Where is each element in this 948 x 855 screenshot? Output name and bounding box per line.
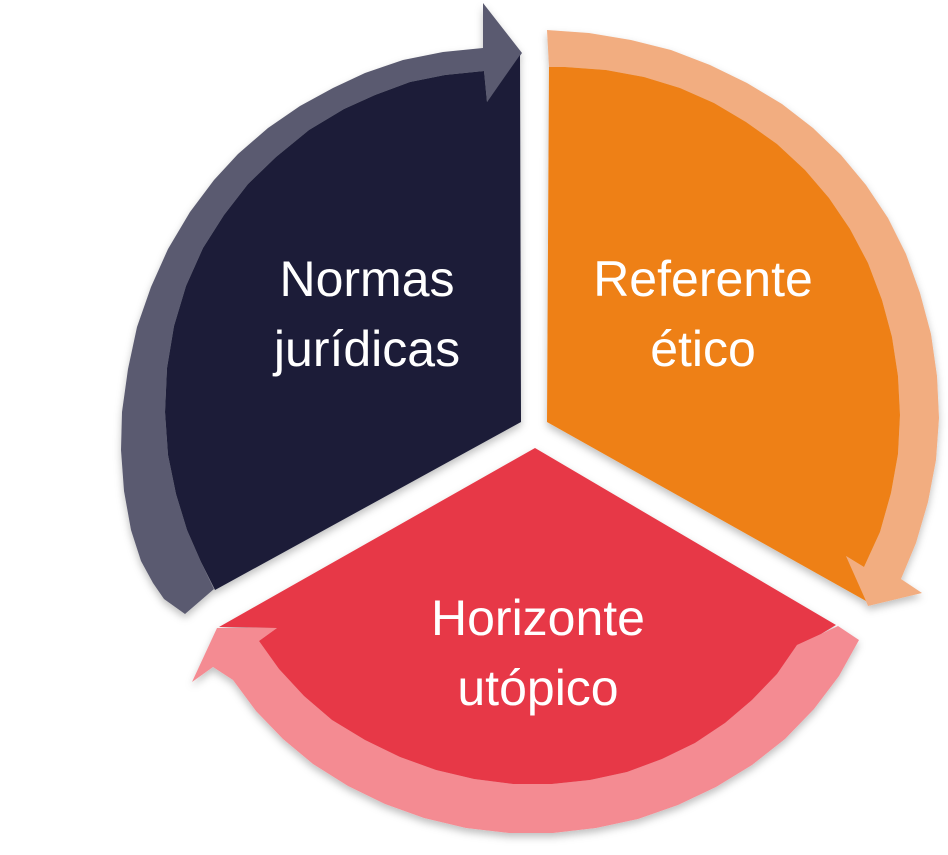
- label-normas-juridicas-line-1: Normas: [279, 251, 454, 307]
- arrow-referente-etico: [547, 30, 939, 606]
- segment-horizonte-utopico: Horizonte utópico: [192, 448, 859, 833]
- label-referente-etico-line-2: ético: [650, 321, 756, 377]
- arrow-normas-juridicas: [121, 3, 522, 614]
- label-horizonte-utopico-line-2: utópico: [457, 660, 618, 716]
- label-normas-juridicas-line-2: jurídicas: [272, 321, 460, 377]
- segment-normas-juridicas: Normas jurídicas: [121, 3, 522, 614]
- label-referente-etico-line-1: Referente: [593, 251, 813, 307]
- segment-shape-horizonte-utopico: [219, 448, 836, 784]
- arrow-horizonte-utopico: [192, 626, 859, 833]
- label-horizonte-utopico-line-1: Horizonte: [431, 590, 645, 646]
- segment-referente-etico: Referente ético: [547, 30, 939, 606]
- segment-shape-normas-juridicas: [165, 55, 521, 590]
- segment-shape-referente-etico: [547, 67, 900, 601]
